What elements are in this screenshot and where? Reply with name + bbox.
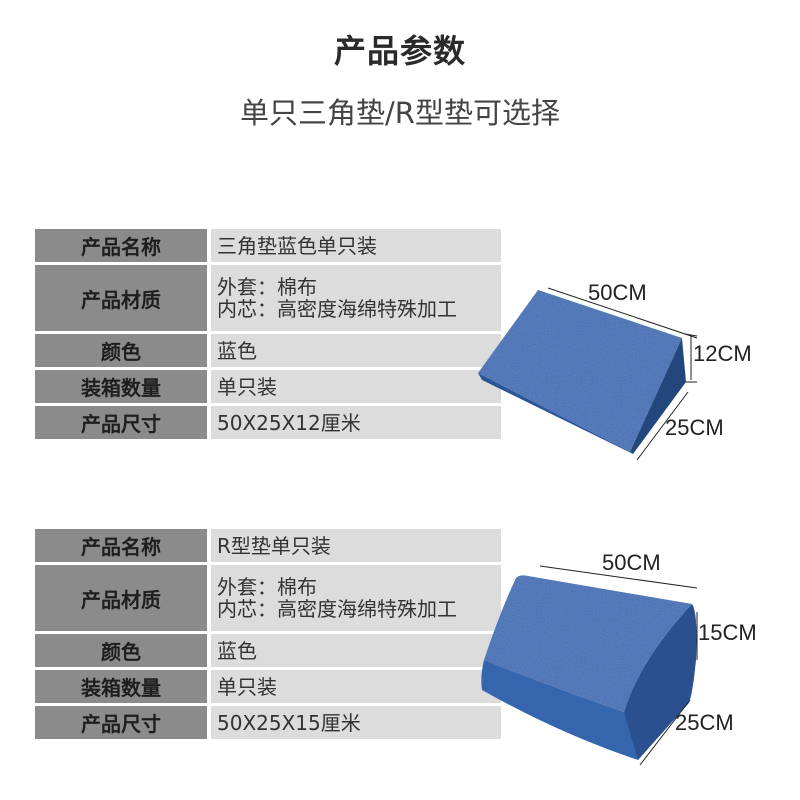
page-subtitle: 单只三角垫/R型垫可选择: [240, 96, 560, 130]
triangle-height-label: 12CM: [693, 341, 752, 366]
spec-row-quantity: 装箱数量 单只装: [35, 370, 501, 403]
spec-label: 装箱数量: [35, 370, 207, 403]
spec-label: 颜色: [35, 334, 207, 367]
triangle-length-label: 50CM: [588, 280, 647, 305]
spec-value: 50X25X15厘米: [211, 706, 501, 739]
spec-value: 50X25X12厘米: [211, 406, 501, 439]
spec-label: 产品名称: [35, 229, 207, 262]
spec-row-material: 产品材质 外套：棉布 内芯：高密度海绵特殊加工: [35, 265, 501, 331]
triangle-cushion-image: [478, 290, 686, 454]
spec-label: 产品材质: [35, 565, 207, 631]
spec-value: 三角垫蓝色单只装: [211, 229, 501, 262]
spec-value: R型垫单只装: [211, 529, 501, 562]
cushion-slope-face: [478, 290, 682, 452]
spec-label: 装箱数量: [35, 670, 207, 703]
spec-label: 产品尺寸: [35, 706, 207, 739]
spec-value: 蓝色: [211, 634, 501, 667]
depth-dimension-line: [639, 699, 691, 766]
cushion-top-face: [484, 575, 692, 712]
cushion-base-edge: [478, 373, 633, 454]
spec-row-size: 产品尺寸 50X25X15厘米: [35, 706, 501, 739]
r-height-label: 15CM: [698, 620, 757, 645]
spec-row-name: 产品名称 R型垫单只装: [35, 529, 501, 562]
depth-dimension-line: [636, 391, 689, 461]
spec-value: 单只装: [211, 370, 501, 403]
spec-value: 外套：棉布 内芯：高密度海绵特殊加工: [211, 265, 501, 331]
spec-value: 外套：棉布 内芯：高密度海绵特殊加工: [211, 565, 501, 631]
spec-row-color: 颜色 蓝色: [35, 334, 501, 367]
cushion-side-face: [630, 338, 686, 454]
spec-label: 产品名称: [35, 529, 207, 562]
cushion-front-face: [481, 660, 638, 760]
spec-row-quantity: 装箱数量 单只装: [35, 670, 501, 703]
r-cushion-image: [481, 575, 697, 760]
spec-row-size: 产品尺寸 50X25X12厘米: [35, 406, 501, 439]
r-depth-label: 25CM: [675, 710, 734, 735]
triangle-dimensions: [547, 287, 698, 461]
spec-table-triangle: 产品名称 三角垫蓝色单只装 产品材质 外套：棉布 内芯：高密度海绵特殊加工 颜色…: [35, 226, 501, 442]
r-dimensions: [539, 565, 698, 766]
spec-label: 产品尺寸: [35, 406, 207, 439]
spec-row-material: 产品材质 外套：棉布 内芯：高密度海绵特殊加工: [35, 565, 501, 631]
cushion-side-face: [624, 604, 697, 760]
spec-table-r-shape: 产品名称 R型垫单只装 产品材质 外套：棉布 内芯：高密度海绵特殊加工 颜色 蓝…: [35, 526, 501, 742]
page-title: 产品参数: [333, 32, 466, 70]
spec-label: 产品材质: [35, 265, 207, 331]
spec-row-color: 颜色 蓝色: [35, 634, 501, 667]
spec-label: 颜色: [35, 634, 207, 667]
triangle-depth-label: 25CM: [665, 415, 724, 440]
spec-value: 蓝色: [211, 334, 501, 367]
length-dimension-line: [539, 565, 698, 589]
length-dimension-line: [547, 287, 698, 339]
spec-value: 单只装: [211, 670, 501, 703]
spec-row-name: 产品名称 三角垫蓝色单只装: [35, 229, 501, 262]
r-length-label: 50CM: [602, 550, 661, 575]
